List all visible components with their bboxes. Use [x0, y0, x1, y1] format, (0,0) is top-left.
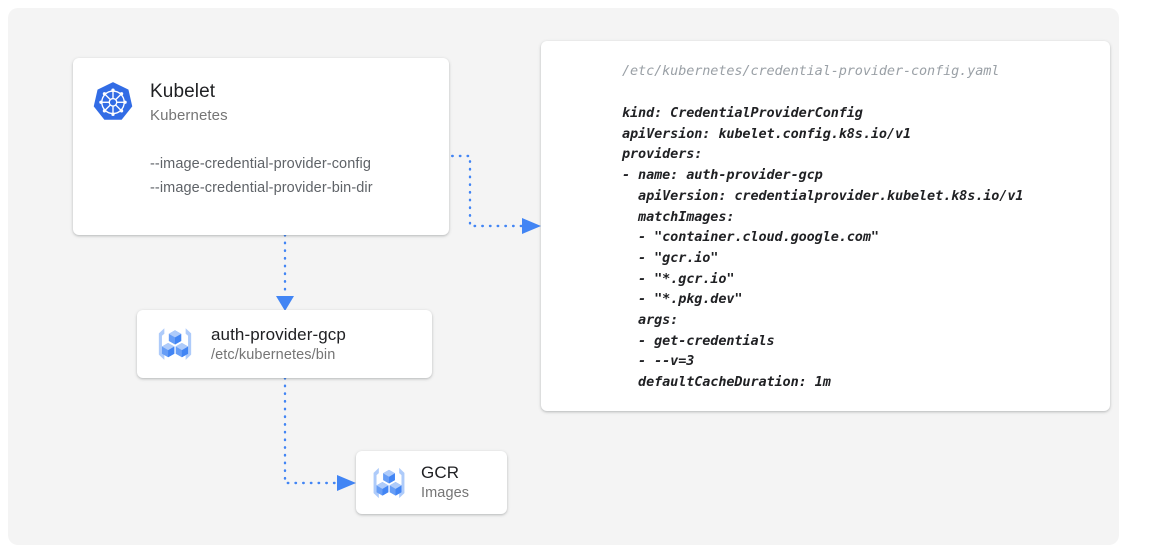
node-kubelet-text: Kubelet Kubernetes	[150, 80, 228, 127]
node-kubelet-flag-list: --image-credential-provider-config --ima…	[73, 152, 449, 200]
node-gcr-subtitle: Images	[421, 485, 470, 501]
kubelet-flag-config: --image-credential-provider-config	[150, 156, 371, 172]
yaml-line: args:	[622, 312, 679, 329]
config-file-panel[interactable]: /etc/kubernetes/credential-provider-conf…	[541, 41, 1110, 411]
yaml-line: defaultCacheDuration: 1m	[622, 374, 831, 391]
node-kubelet[interactable]: Kubelet Kubernetes --image-credential-pr…	[73, 58, 449, 235]
yaml-line: apiVersion: kubelet.config.k8s.io/v1	[622, 125, 911, 142]
node-gcr[interactable]: GCR Images	[356, 451, 507, 514]
node-gcr-title: GCR	[421, 463, 460, 482]
node-kubelet-title: Kubelet	[150, 81, 216, 102]
node-auth-provider-gcp-subtitle: /etc/kubernetes/bin	[211, 346, 336, 363]
config-file-path: /etc/kubernetes/credential-provider-conf…	[622, 63, 1000, 79]
node-auth-provider-gcp-title: auth-provider-gcp	[211, 324, 346, 344]
yaml-line: - --v=3	[622, 353, 695, 370]
yaml-line: - "gcr.io"	[622, 249, 719, 266]
container-registry-icon	[158, 328, 192, 360]
yaml-line: apiVersion: credentialprovider.kubelet.k…	[622, 187, 1024, 204]
yaml-line: kind: CredentialProviderConfig	[622, 105, 863, 121]
yaml-line: - name: auth-provider-gcp	[622, 167, 823, 184]
yaml-line: - "*.gcr.io"	[622, 270, 735, 287]
node-auth-provider-gcp[interactable]: auth-provider-gcp /etc/kubernetes/bin	[137, 310, 432, 378]
container-registry-icon	[373, 467, 405, 498]
node-kubelet-subtitle: Kubernetes	[150, 107, 228, 124]
kubelet-flag-bin-dir: --image-credential-provider-bin-dir	[150, 180, 373, 196]
node-kubelet-header: Kubelet Kubernetes	[73, 80, 449, 127]
kubernetes-logo-icon	[93, 82, 133, 120]
yaml-line: - get-credentials	[622, 332, 775, 349]
config-file-content: /etc/kubernetes/credential-provider-conf…	[541, 41, 1110, 393]
config-file-yaml: kind: CredentialProviderConfig apiVersio…	[622, 103, 1110, 393]
node-auth-provider-gcp-text: auth-provider-gcp /etc/kubernetes/bin	[211, 324, 346, 365]
yaml-line: providers:	[622, 146, 703, 163]
yaml-line: matchImages:	[622, 208, 735, 225]
yaml-line: - "*.pkg.dev"	[622, 291, 743, 308]
node-gcr-text: GCR Images	[421, 462, 469, 503]
yaml-line: - "container.cloud.google.com"	[622, 229, 879, 246]
